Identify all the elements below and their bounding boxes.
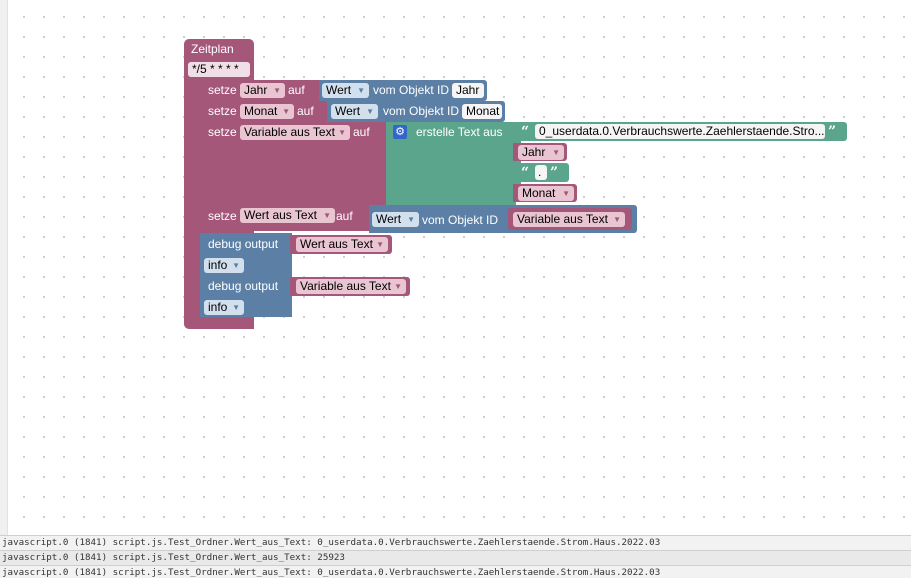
text-literal-field-2[interactable]: .: [535, 165, 547, 180]
dropdown-value: info: [208, 258, 228, 272]
value-type-dropdown[interactable]: Wert ▼: [322, 83, 369, 98]
variable-getter-dropdown-wert-aus-text[interactable]: Wert aus Text▼: [296, 237, 388, 252]
dropdown-value: Variable aus Text: [517, 212, 608, 226]
dropdown-value: Variable aus Text: [244, 125, 335, 139]
variable-getter-dropdown-variable-aus-text[interactable]: Variable aus Text ▼: [513, 212, 625, 227]
dropdown-arrow-icon: ▼: [394, 282, 402, 291]
dropdown-arrow-icon: ▼: [232, 303, 240, 312]
variable-dropdown-wert-aus-text[interactable]: Wert aus Text ▼: [240, 208, 335, 223]
log-level-dropdown[interactable]: info ▼: [204, 300, 244, 315]
value-type-dropdown[interactable]: Wert ▼: [372, 212, 419, 227]
log-level-dropdown[interactable]: info ▼: [204, 258, 244, 273]
dropdown-arrow-icon: ▼: [232, 261, 240, 270]
to-keyword: auf: [288, 83, 305, 97]
dropdown-value: Variable aus Text: [300, 279, 391, 293]
object-id-field-monat[interactable]: Monat: [462, 104, 502, 119]
dropdown-value: Monat: [522, 186, 556, 200]
cron-expression-field[interactable]: */5 * * * *: [188, 62, 250, 77]
log-console[interactable]: javascript.0 (1841) script.js.Test_Ordne…: [0, 535, 911, 578]
dropdown-arrow-icon: ▼: [613, 215, 621, 224]
value-type-dropdown[interactable]: Wert ▼: [331, 104, 378, 119]
dropdown-value: Monat: [244, 104, 278, 118]
schedule-block-bottom: [184, 318, 254, 328]
debug-output-label: debug output: [208, 237, 279, 251]
from-object-label: vom Objekt ID: [373, 83, 450, 97]
dropdown-value: Wert aus Text: [244, 208, 317, 222]
left-toolbar-edge: [0, 0, 8, 535]
close-quote-icon: ”: [550, 165, 559, 181]
close-quote-icon: ”: [828, 124, 837, 140]
schedule-title: Zeitplan: [191, 42, 234, 56]
blockly-workspace[interactable]: Zeitplan */5 * * * * setze Jahr ▼ auf Wer…: [8, 0, 911, 535]
open-quote-icon: “: [521, 124, 530, 140]
variable-getter-dropdown-monat[interactable]: Monat ▼: [518, 186, 574, 201]
open-quote-icon: “: [521, 165, 530, 181]
set-keyword: setze: [208, 83, 237, 97]
to-keyword: auf: [336, 209, 353, 223]
to-keyword: auf: [297, 104, 314, 118]
object-id-field-jahr[interactable]: Jahr: [452, 83, 484, 98]
dropdown-value: Jahr: [244, 83, 268, 97]
dropdown-value: Wert: [326, 83, 352, 97]
dropdown-arrow-icon: ▼: [323, 211, 331, 220]
create-text-label: erstelle Text aus: [416, 125, 503, 139]
dropdown-arrow-icon: ▼: [552, 148, 560, 157]
dropdown-value: Wert: [335, 104, 361, 118]
dropdown-arrow-icon: ▼: [376, 240, 384, 249]
set-keyword: setze: [208, 125, 237, 139]
dropdown-arrow-icon: ▼: [366, 107, 374, 116]
from-object-label: vom Objekt ID: [383, 104, 460, 118]
dropdown-arrow-icon: ▼: [338, 128, 346, 137]
variable-dropdown-jahr[interactable]: Jahr ▼: [240, 83, 285, 98]
set-keyword: setze: [208, 104, 237, 118]
dropdown-arrow-icon: ▼: [562, 189, 570, 198]
dropdown-arrow-icon: ▼: [282, 107, 290, 116]
dropdown-value: Wert aus Text: [300, 237, 373, 251]
variable-dropdown-variable-aus-text[interactable]: Variable aus Text▼: [240, 125, 350, 140]
dropdown-value: Jahr: [522, 145, 546, 159]
gear-icon[interactable]: ⚙: [393, 125, 407, 139]
log-line: javascript.0 (1841) script.js.Test_Ordne…: [0, 565, 911, 578]
log-line: javascript.0 (1841) script.js.Test_Ordne…: [0, 535, 911, 550]
dropdown-arrow-icon: ▼: [357, 86, 365, 95]
from-object-label: vom Objekt ID: [422, 213, 499, 227]
dropdown-arrow-icon: ▼: [273, 86, 281, 95]
variable-dropdown-monat[interactable]: Monat ▼: [240, 104, 294, 119]
dropdown-arrow-icon: ▼: [407, 215, 415, 224]
log-line: javascript.0 (1841) script.js.Test_Ordne…: [0, 550, 911, 565]
to-keyword: auf: [353, 125, 370, 139]
variable-getter-dropdown-variable-aus-text-2[interactable]: Variable aus Text▼: [296, 279, 406, 294]
variable-getter-dropdown-jahr[interactable]: Jahr ▼: [518, 145, 564, 160]
debug-output-label: debug output: [208, 279, 279, 293]
text-literal-field-1[interactable]: 0_userdata.0.Verbrauchswerte.Zaehlerstae…: [535, 124, 825, 139]
text-join-block[interactable]: [386, 122, 516, 205]
dropdown-value: Wert: [376, 212, 402, 226]
dropdown-value: info: [208, 300, 228, 314]
set-keyword: setze: [208, 209, 237, 223]
